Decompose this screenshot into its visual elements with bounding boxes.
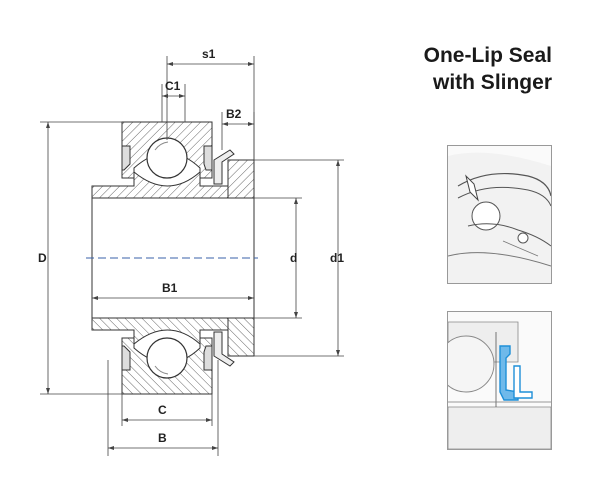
seal-lip-blue [499, 345, 519, 401]
slinger-bottom [213, 331, 235, 367]
label-D: D [38, 251, 47, 265]
label-s1: s1 [202, 47, 216, 61]
label-b: B [158, 431, 167, 445]
inner-ring-top [91, 170, 229, 199]
ball-top [146, 137, 188, 179]
locking-collar-top [227, 159, 255, 199]
seal-right-top [203, 145, 213, 171]
label-c1: C1 [165, 79, 181, 93]
diagram-title: One-Lip Seal with Slinger [424, 42, 552, 96]
slinger-top [213, 149, 235, 185]
title-line-1: One-Lip Seal [423, 44, 552, 67]
label-b2: B2 [226, 107, 242, 121]
label-d: d [290, 251, 297, 265]
seal-left-bottom [121, 345, 131, 371]
seal-3d-illustration [448, 152, 551, 283]
ball-bottom [146, 337, 188, 379]
seal-profile-detail-panel [447, 311, 552, 450]
seal-profile-illustration [448, 312, 551, 449]
title-line-2: with Slinger [432, 71, 552, 94]
slinger-blue [513, 365, 533, 399]
seal-3d-detail-panel [447, 145, 552, 284]
seal-right-bottom [203, 345, 213, 371]
label-c: C [158, 403, 167, 417]
label-d1: d1 [330, 251, 344, 265]
label-b1: B1 [162, 281, 178, 295]
locking-collar-bottom [227, 317, 255, 357]
inner-ring-bottom [91, 317, 229, 346]
seal-left-top [121, 145, 131, 171]
